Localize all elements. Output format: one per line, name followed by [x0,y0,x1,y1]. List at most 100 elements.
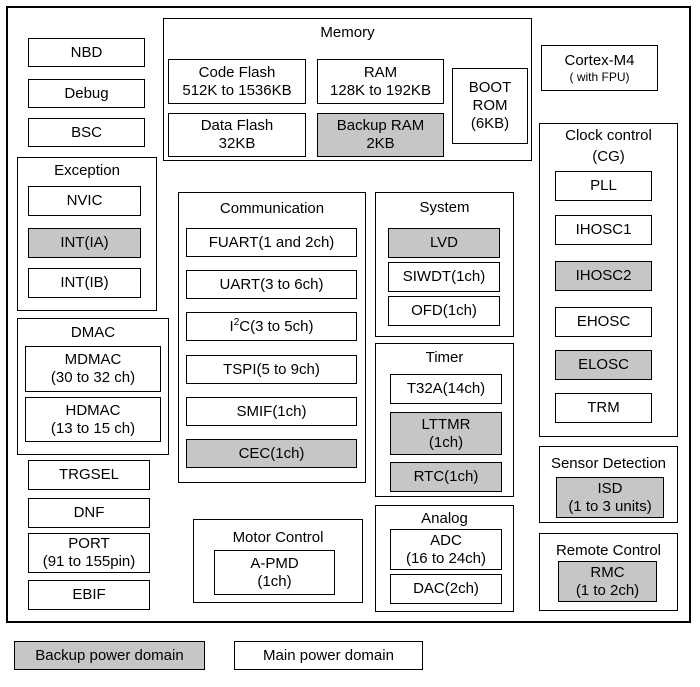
system-title: System [419,199,470,216]
cec-label: CEC(1ch) [238,444,305,462]
communication-group: Communication [178,192,366,483]
backup-ram-size: 2KB [366,135,395,152]
system-group: System [375,192,514,337]
lttmr-block: LTTMR (1ch) [390,412,502,455]
ebif-label: EBIF [72,586,106,603]
bsc-block: BSC [28,118,145,147]
ram-label: RAM [363,63,398,81]
clock-control-title: Clock control [565,127,652,144]
bsc-label: BSC [71,123,102,141]
int-ib-block: INT(IB) [28,268,141,298]
clock-control-subtitle: (CG) [592,148,625,165]
tspi-block: TSPI(5 to 9ch) [186,355,357,384]
fuart-block: FUART(1 and 2ch) [186,228,357,257]
isd-label: ISD [597,479,623,497]
data-flash-label: Data Flash [200,117,274,134]
legend-backup-label: Backup power domain [35,646,184,664]
rtc-label: RTC(1ch) [413,468,479,485]
rtc-block: RTC(1ch) [390,462,502,492]
nbd-block: NBD [28,38,145,67]
clock-control-group: Clock control (CG) [539,123,678,437]
tspi-label: TSPI(5 to 9ch) [223,360,320,378]
exception-group: Exception [17,157,157,311]
cortex-m4-label: Cortex-M4 [564,51,635,69]
int-ib-label: INT(IB) [60,274,109,291]
ofd-block: OFD(1ch) [388,296,500,326]
ihosc2-label: IHOSC2 [575,267,632,284]
sensor-detection-group: Sensor Detection [539,446,678,523]
remote-control-title: Remote Control [555,542,662,559]
int-ia-block: INT(IA) [28,228,141,258]
i2c-label: I2C(3 to 5ch) [229,317,314,336]
elosc-block: ELOSC [555,350,652,380]
nbd-label: NBD [70,43,103,61]
dmac-group: DMAC [17,318,169,455]
dnf-block: DNF [28,498,150,528]
timer-title: Timer [425,349,464,366]
ofd-label: OFD(1ch) [411,302,477,319]
port-label: PORT [68,535,110,552]
code-flash-label: Code Flash [198,63,276,81]
data-flash-block: Data Flash 32KB [168,113,306,157]
dmac-title: DMAC [70,324,116,341]
t32a-label: T32A(14ch) [406,380,486,397]
a-pmd-label: A-PMD [250,554,299,572]
code-flash-size: 512K to 1536KB [182,81,292,99]
t32a-block: T32A(14ch) [390,374,502,404]
debug-block: Debug [28,79,145,108]
mdmac-block: MDMAC (30 to 32 ch) [25,346,161,392]
adc-block: ADC (16 to 24ch) [390,529,502,570]
communication-title: Communication [219,200,325,217]
pll-label: PLL [590,177,617,194]
hdmac-block: HDMAC (13 to 15 ch) [25,397,161,442]
timer-group: Timer [375,343,514,497]
block-diagram-frame [6,6,691,623]
data-flash-size: 32KB [218,135,256,152]
pll-block: PLL [555,171,652,201]
a-pmd-block: A-PMD (1ch) [214,550,335,595]
i2c-label-prefix: I [229,317,234,335]
ebif-block: EBIF [28,580,150,610]
backup-ram-label: Backup RAM [336,117,425,134]
lvd-label: LVD [429,234,459,251]
port-block: PORT (91 to 155pin) [28,533,150,573]
rmc-channels: (1 to 2ch) [575,581,640,599]
mdmac-channels: (30 to 32 ch) [50,369,136,386]
code-flash-block: Code Flash 512K to 1536KB [168,59,306,104]
i2c-label-suffix: C(3 to 5ch) [239,317,314,335]
motor-control-group: Motor Control [193,519,363,603]
lttmr-label: LTTMR [421,415,471,433]
siwdt-label: SIWDT(1ch) [402,268,486,285]
debug-label: Debug [64,84,109,102]
ehosc-block: EHOSC [555,307,652,337]
boot-rom-label-1: BOOT [468,79,512,96]
remote-control-group: Remote Control [539,533,678,611]
ram-size: 128K to 192KB [330,81,431,99]
i2c-block: I2C(3 to 5ch) [186,312,357,341]
backup-ram-block: Backup RAM 2KB [317,113,444,157]
legend-main-power-domain: Main power domain [234,641,423,670]
ihosc1-label: IHOSC1 [575,221,632,238]
siwdt-block: SIWDT(1ch) [388,262,500,292]
isd-block: ISD (1 to 3 units) [556,477,664,518]
memory-title: Memory [320,24,375,41]
smif-label: SMIF(1ch) [236,402,307,420]
analog-group: Analog [375,505,514,612]
boot-rom-block: BOOT ROM (6KB) [452,68,528,144]
legend-backup-power-domain: Backup power domain [14,641,205,670]
rmc-block: RMC (1 to 2ch) [558,561,657,602]
ihosc2-block: IHOSC2 [555,261,652,291]
mdmac-label: MDMAC [64,351,122,368]
ram-block: RAM 128K to 192KB [317,59,444,104]
ehosc-label: EHOSC [576,313,631,330]
trm-block: TRM [555,393,652,423]
adc-label: ADC [430,531,462,549]
motor-control-title: Motor Control [232,529,324,546]
lttmr-channels: (1ch) [428,433,464,451]
nvic-block: NVIC [28,186,141,216]
cortex-m4-block: Cortex-M4 ( with FPU) [541,45,658,91]
a-pmd-channels: (1ch) [257,572,292,590]
port-pins: (91 to 155pin) [42,553,136,570]
boot-rom-size: (6KB) [470,115,510,132]
analog-title: Analog [421,510,468,527]
